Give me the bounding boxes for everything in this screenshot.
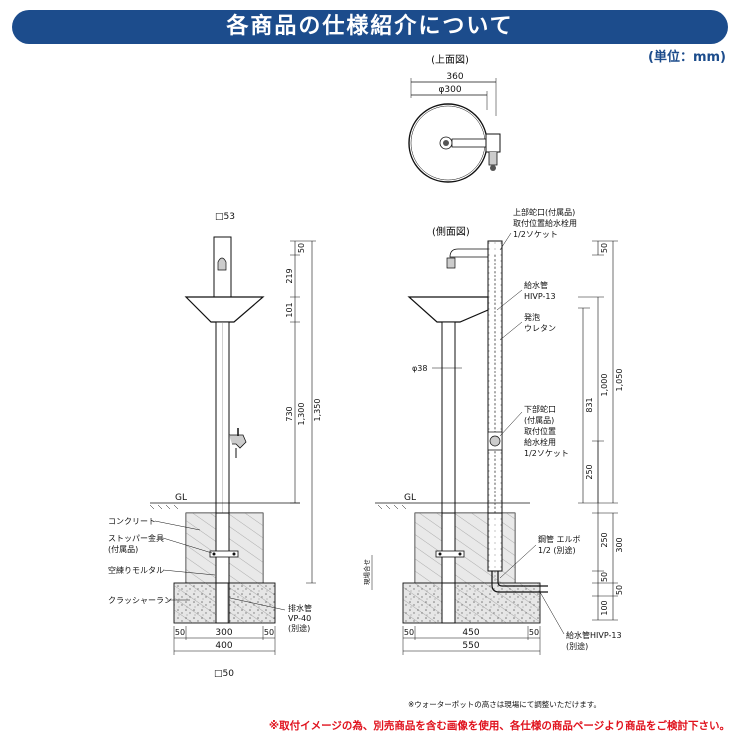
basin (184, 296, 265, 323)
side-dim-r8: 50 (600, 572, 609, 582)
stopper-bracket (209, 550, 239, 558)
label-upper-tap-2: 取付位置給水栓用 (513, 218, 577, 228)
faucet-arm (451, 138, 489, 148)
post-top-view (485, 133, 501, 153)
front-dim-r1: 50 (297, 243, 306, 253)
side-dim-b2: 450 (462, 628, 479, 638)
label-crusher: クラッシャーラン (108, 596, 172, 605)
side-dim-total: 550 (462, 641, 479, 651)
side-dim-r5: 250 (585, 464, 594, 479)
side-dim-r2: 1,000 (600, 374, 609, 397)
grade-label: 現場合せ (362, 559, 371, 585)
front-dim-r3: 101 (285, 302, 294, 317)
label-supply-pipe-2: HIVP-13 (524, 292, 556, 301)
post-size-bottom: □50 (214, 669, 234, 679)
faucet-icon (488, 152, 498, 166)
label-drain-3: (別途) (288, 623, 310, 633)
image-disclaimer: ※取付イメージの為、別売商品を含む画像を使用、各仕様の商品ページより商品をご検討… (268, 720, 730, 732)
side-dim-r10: 100 (600, 600, 609, 615)
side-dim-b3: 50 (529, 628, 539, 637)
side-dim-b1: 50 (404, 628, 414, 637)
elbow-pipe (491, 571, 548, 593)
label-concrete: コンクリート (108, 517, 156, 526)
label-foam-1: 発泡 (524, 312, 540, 322)
front-dim-r6: 1,350 (313, 399, 322, 422)
label-lower-tap-3: 取付位置 (524, 426, 556, 436)
side-view-title: (側面図) (432, 225, 470, 238)
side-dim-r9: 50 (615, 585, 624, 595)
page-title: 各商品の仕様紹介について (226, 14, 514, 39)
side-lower-faucet-icon (489, 435, 501, 447)
lower-faucet-icon (229, 434, 247, 449)
label-supply-bottom-1: 給水管HIVP-13 (566, 630, 622, 640)
label-upper-tap-3: 1/2ソケット (513, 230, 558, 239)
label-foam-2: ウレタン (524, 324, 556, 333)
side-dim-r7: 300 (615, 537, 624, 552)
side-dim-r3: 1,050 (615, 369, 624, 392)
front-dim-r2: 219 (285, 268, 294, 283)
label-lower-tap-1: 下部蛇口 (524, 404, 556, 414)
top-view-title: (上面図) (431, 54, 469, 66)
side-stopper (435, 550, 465, 558)
front-dim-total: 400 (215, 641, 232, 651)
label-lower-tap-4: 給水栓用 (524, 437, 556, 447)
side-dim-r6: 250 (600, 532, 609, 547)
front-dim-r4: 730 (285, 406, 294, 421)
pipe-diameter: φ38 (412, 364, 427, 373)
label-stopper-2: (付属品) (108, 544, 138, 554)
label-stopper-1: ストッパー金具 (108, 533, 164, 543)
side-basin (407, 296, 489, 323)
top-view: (上面図) 360 φ300 (408, 54, 501, 183)
label-upper-tap-1: 上部蛇口(付属品) (513, 207, 575, 217)
side-upper-faucet-icon (446, 257, 456, 269)
label-supply-bottom-2: (別途) (566, 641, 588, 651)
front-dim-b3: 50 (264, 628, 274, 637)
side-dim-r1: 50 (600, 243, 609, 253)
label-lower-tap-2: (付属品) (524, 415, 554, 425)
side-dim-r4: 831 (585, 397, 594, 412)
side-gl: GL (404, 493, 416, 503)
front-dim-b2: 300 (215, 628, 232, 638)
front-dim-r5: 1,300 (297, 403, 306, 426)
side-view: (側面図) GL 現場合せ φ38 (362, 207, 624, 655)
label-drain-2: VP-40 (288, 614, 311, 623)
label-mortar: 空練りモルタル (108, 565, 164, 575)
front-dim-b1: 50 (175, 628, 185, 637)
header-bar: 各商品の仕様紹介について (12, 10, 728, 44)
top-dim-360: 360 (446, 72, 463, 82)
upper-faucet-icon (217, 257, 227, 271)
label-elbow-1: 鋼管 エルボ (538, 534, 581, 544)
label-drain-1: 排水管 (288, 603, 312, 613)
label-lower-tap-5: 1/2ソケット (524, 449, 569, 458)
unit-label: (単位：mm) (648, 50, 726, 65)
post-size-top: □53 (215, 212, 235, 222)
front-view: □53 GL 50 300 50 (108, 212, 322, 679)
label-elbow-2: 1/2 (別途) (538, 545, 576, 555)
label-supply-pipe-1: 給水管 (524, 280, 548, 290)
front-gl: GL (175, 493, 187, 503)
top-dim-diameter: φ300 (438, 85, 461, 95)
height-footnote: ※ウォーターポットの高さは現場にて調整いただけます。 (408, 700, 602, 709)
